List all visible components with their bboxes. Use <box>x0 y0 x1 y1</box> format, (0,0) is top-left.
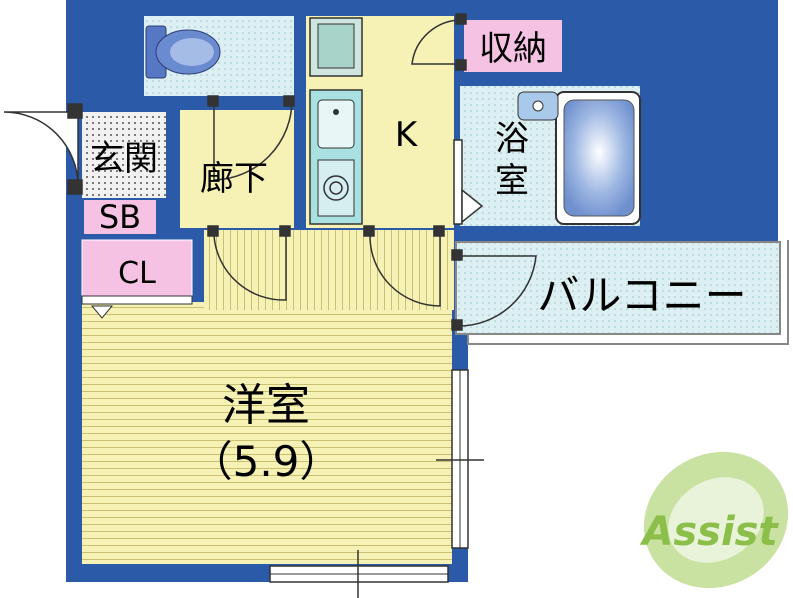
western-room-size-label: （5.9） <box>191 437 342 486</box>
door-bathroom <box>453 139 484 225</box>
closet-label: CL <box>118 256 156 291</box>
kitchen-area <box>306 16 454 228</box>
balcony-label: バルコニー <box>537 271 746 320</box>
bath-label-bottom: 室 <box>495 161 529 201</box>
toilet-room <box>144 16 294 96</box>
bath-label-top: 浴 <box>495 119 529 159</box>
toilet-icon <box>145 25 221 79</box>
logo-text: Assist <box>639 509 779 555</box>
genkan-area <box>82 112 166 198</box>
shoebox-label: SB <box>99 198 141 236</box>
door-entrance <box>3 103 83 195</box>
door-storage <box>411 13 467 71</box>
washbasin-icon <box>517 91 559 121</box>
storage-label: 収納 <box>479 29 547 69</box>
closet-area <box>81 239 193 319</box>
door-toilet <box>207 95 295 181</box>
bathroom-area <box>460 86 641 226</box>
genkan-label: 玄関 <box>90 139 158 179</box>
sink-icon <box>317 99 355 149</box>
western-room-label: 洋室 <box>222 380 310 431</box>
kitchen-label: K <box>395 115 419 155</box>
assist-logo: Assist <box>639 451 789 589</box>
balcony-area <box>455 240 789 345</box>
window-bottom <box>269 550 449 598</box>
door-corridor <box>207 225 291 301</box>
door-balcony <box>451 249 537 331</box>
bathtub-icon <box>555 91 641 225</box>
stove-icon <box>317 159 355 217</box>
door-kitchen <box>363 225 445 307</box>
western-room-floor <box>82 230 454 564</box>
window-right <box>436 369 484 549</box>
corridor-label: 廊下 <box>200 159 268 199</box>
corridor-area <box>180 110 294 228</box>
